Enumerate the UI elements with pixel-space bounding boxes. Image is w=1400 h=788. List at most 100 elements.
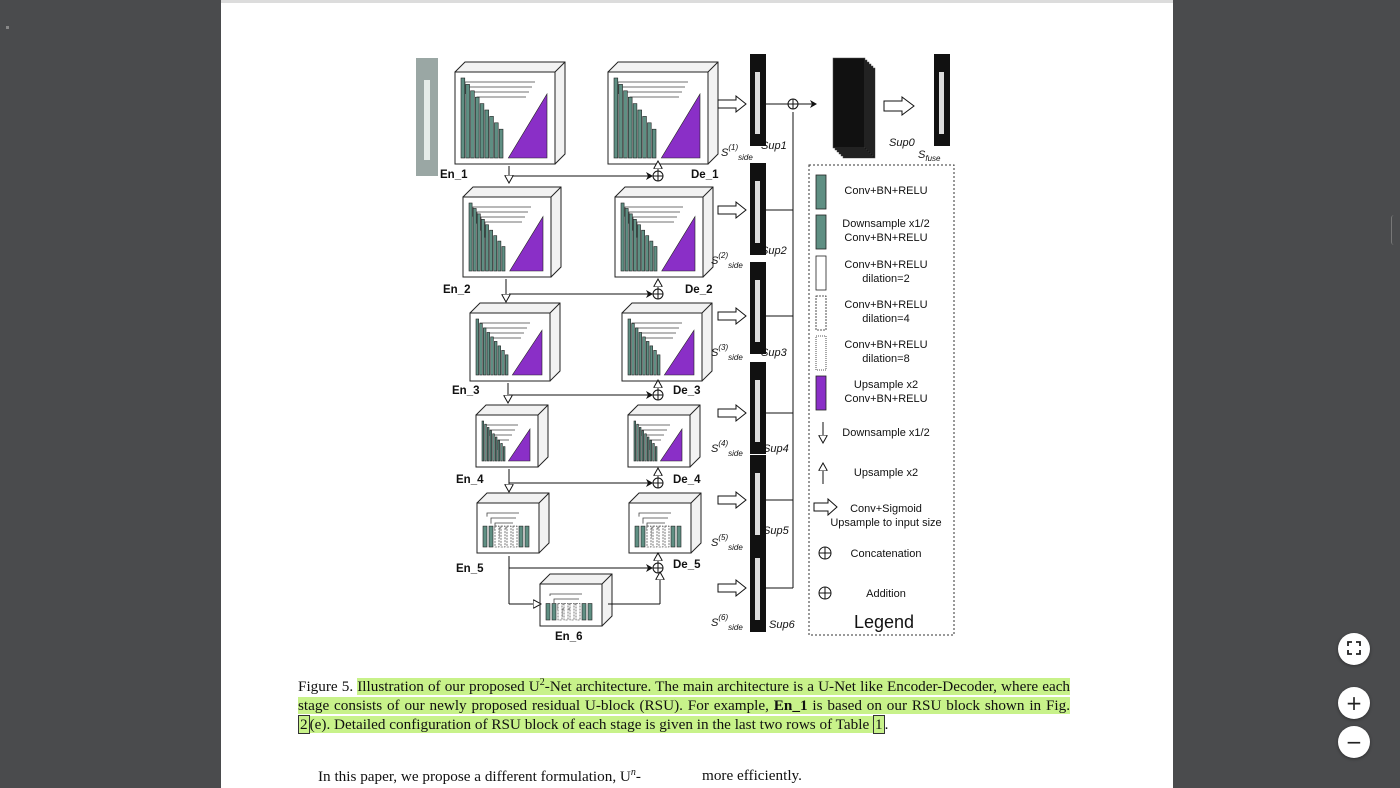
- encoder-block-3-conv-2: [483, 327, 487, 376]
- encoder-block-2-skip-3: [484, 221, 522, 238]
- encoder-block-5-dil-1: [488, 525, 494, 548]
- encoder-block-5-dil-7: [524, 525, 530, 548]
- zoom-in-button[interactable]: +: [1338, 687, 1370, 719]
- encoder-block-6-skip-1: [553, 598, 579, 603]
- encoder-block-5: [476, 492, 550, 554]
- legend-title: Legend: [854, 612, 914, 632]
- side-output-figure-5: [755, 473, 760, 535]
- decoder-block-3: [621, 302, 713, 382]
- zoom-out-button[interactable]: −: [1338, 726, 1370, 758]
- decoder-block-2-conv-6: [645, 235, 650, 272]
- encoder-block-3-upsample: [511, 329, 543, 376]
- figure-caption: Figure 5. Illustration of our proposed U…: [298, 677, 1071, 734]
- encoder-block-2-conv-8: [501, 246, 506, 272]
- sigmoid-arrow-6: [717, 578, 747, 598]
- label-en-6: En_6: [555, 631, 583, 643]
- decoder-block-1-upsample: [660, 92, 701, 159]
- fused-stack-0: [832, 57, 866, 149]
- legend-sublabel-6: Conv+BN+RELU: [844, 393, 927, 405]
- input-image-figure: [424, 80, 430, 160]
- sigmoid-arrow-4: [717, 403, 747, 423]
- side-output-figure-1: [755, 72, 760, 134]
- decoder-block-1-conv-1: [618, 84, 623, 159]
- legend-label-1: Conv+BN+RELU: [844, 185, 927, 197]
- decoder-block-4-conv-0: [633, 420, 636, 462]
- decoder-block-5-dil-1: [640, 525, 646, 548]
- decoder-block-5-skip-1: [642, 517, 668, 524]
- side-label-4: S(4)side: [711, 439, 743, 458]
- decoder-block-1-conv-0: [613, 77, 619, 159]
- encoder-block-2-conv-3: [481, 219, 485, 272]
- decoder-block-5-dil-5: [664, 525, 670, 548]
- table-ref-link[interactable]: 1: [873, 715, 885, 734]
- decoder-block-4-conv-2: [639, 427, 642, 462]
- side-sub-5: side: [728, 543, 743, 552]
- encoder-block-1-conv-8: [498, 128, 504, 159]
- encoder-block-4-conv-2: [487, 427, 490, 462]
- decoder-block-5-dil-7: [676, 525, 682, 548]
- label-de-4: De_4: [673, 474, 701, 486]
- caption-bold-en1: En_1: [773, 697, 808, 714]
- encoder-block-2-skip-2: [480, 216, 525, 231]
- encoder-block-2-conv-6: [493, 235, 498, 272]
- encoder-block-1-edge: [554, 61, 566, 73]
- legend-sublabel-2: Conv+BN+RELU: [844, 232, 927, 244]
- sigmoid-arrow-5: [717, 490, 747, 510]
- figure-ref-link[interactable]: 2: [298, 715, 310, 734]
- decoder-block-2-edge: [702, 186, 714, 198]
- legend-label-4: Conv+BN+RELU: [844, 299, 927, 311]
- sigmoid-arrow-3: [717, 306, 747, 326]
- decoder-block-2-conv-2: [628, 213, 633, 272]
- encoder-block-3-edge: [549, 302, 561, 314]
- encoder-block-2-conv-2: [476, 213, 481, 272]
- decoder-block-3-conv-3: [638, 332, 642, 376]
- encoder-block-5-dil-6: [518, 525, 524, 548]
- encoder-block-4-edge: [537, 404, 549, 416]
- caption-text-5: (e). Detailed configuration of RSU block…: [309, 716, 870, 733]
- encoder-block-3-conv-0: [475, 318, 479, 376]
- decoder-block-2-conv-4: [637, 224, 641, 272]
- decoder-block-3-conv-5: [646, 341, 650, 376]
- decoder-block-1-conv-5: [637, 109, 642, 159]
- caption-text-1: Illustration of our proposed U: [357, 678, 540, 695]
- scrollbar-handle[interactable]: [1391, 215, 1400, 245]
- legend-swatch-5: [815, 335, 827, 371]
- encoder-block-1: [454, 61, 566, 165]
- decoder-block-2-conv-5: [641, 229, 645, 272]
- encoder-block-1-conv-7: [494, 122, 499, 159]
- side-output-figure-2: [755, 181, 760, 243]
- side-sup-4: (4): [718, 439, 728, 448]
- decoder-block-3-conv-6: [649, 345, 653, 376]
- legend-label-2: Downsample x1/2: [842, 218, 929, 230]
- encoder-block-1-conv-5: [484, 109, 489, 159]
- body-left-text: In this paper, we propose a different fo…: [318, 768, 631, 786]
- side-label-3: S(3)side: [711, 343, 743, 362]
- encoder-block-5-dil-0: [482, 525, 488, 548]
- encoder-block-4-conv-1: [484, 423, 487, 462]
- decoder-block-3-conv-0: [627, 318, 631, 376]
- encoder-block-4-upsample: [507, 428, 531, 462]
- encoder-block-6-dil-4: [569, 603, 575, 621]
- sup-label-2: Sup2: [761, 245, 787, 257]
- encoder-block-3: [469, 302, 561, 382]
- decoder-block-3-conv-7: [653, 350, 657, 376]
- legend-label-11: Addition: [866, 588, 906, 600]
- decoder-block-3-conv-8: [657, 354, 661, 376]
- encoder-block-5-dil-5: [512, 525, 518, 548]
- fit-page-button[interactable]: [1338, 633, 1370, 665]
- caption-highlight: Illustration of our proposed U2-Net arch…: [298, 677, 1071, 734]
- side-label-6: S(6)side: [711, 613, 743, 632]
- fullscreen-icon: [1347, 641, 1361, 655]
- encoder-block-2-conv-1: [472, 208, 477, 272]
- decoder-block-3-conv-4: [642, 336, 646, 376]
- encoder-block-1-conv-1: [465, 84, 470, 159]
- encoder-block-2-conv-7: [497, 240, 502, 272]
- sigmoid-arrow-2: [717, 200, 747, 220]
- legend-label-5: Conv+BN+RELU: [844, 339, 927, 351]
- decoder-block-2-skip-2: [632, 216, 677, 231]
- encoder-block-6-dil-3: [563, 603, 569, 621]
- decoder-block-1-conv-2: [623, 90, 628, 159]
- label-de-5: De_5: [673, 559, 701, 571]
- sup-label-3: Sup3: [761, 347, 788, 359]
- side-sup-5: (5): [718, 533, 728, 542]
